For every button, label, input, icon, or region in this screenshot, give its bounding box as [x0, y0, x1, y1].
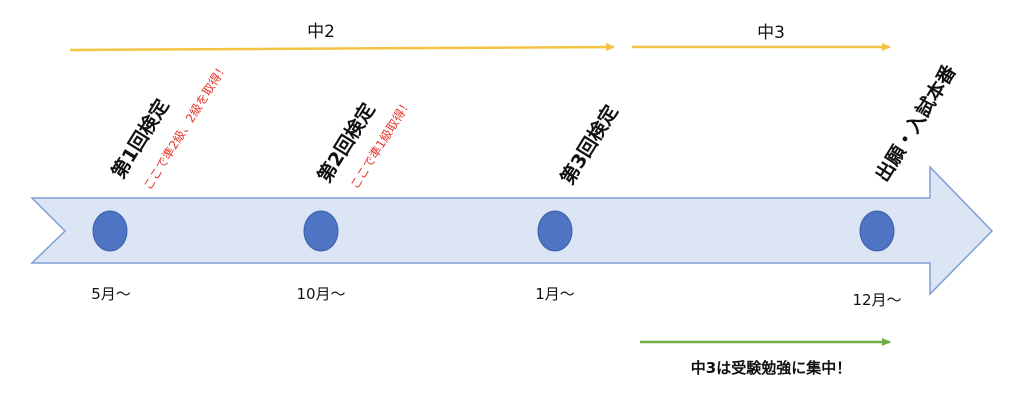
milestone-dot-1 — [92, 210, 128, 252]
milestone-dot-3 — [537, 210, 573, 252]
period-arrow-ninth-grade-2 — [69, 43, 615, 52]
timeline-arrow — [30, 165, 994, 296]
milestone-title-4: 出願・入試本番 — [871, 60, 962, 186]
milestone-date-3: 1月〜 — [535, 285, 575, 303]
milestone-date-4: 12月〜 — [852, 291, 901, 309]
focus-label: 中3は受験勉強に集中！ — [691, 359, 851, 377]
milestone-dot-4 — [859, 210, 895, 252]
period-label-2: 中3 — [757, 23, 785, 43]
milestone-date-2: 10月〜 — [296, 285, 345, 303]
period-label-1: 中2 — [307, 22, 335, 42]
milestone-dot-2 — [303, 210, 339, 252]
milestone-date-1: 5月〜 — [91, 285, 131, 303]
milestone-title-3: 第3回検定 — [556, 101, 623, 189]
